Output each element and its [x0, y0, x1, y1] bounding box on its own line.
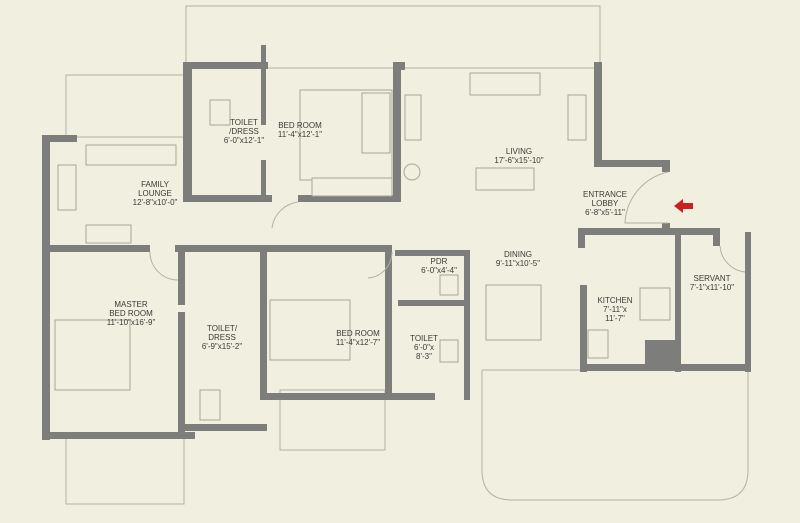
entry-arrow-icon: [674, 199, 693, 213]
furniture: [54, 72, 671, 421]
walls: [42, 45, 751, 440]
doors: [149, 171, 746, 281]
